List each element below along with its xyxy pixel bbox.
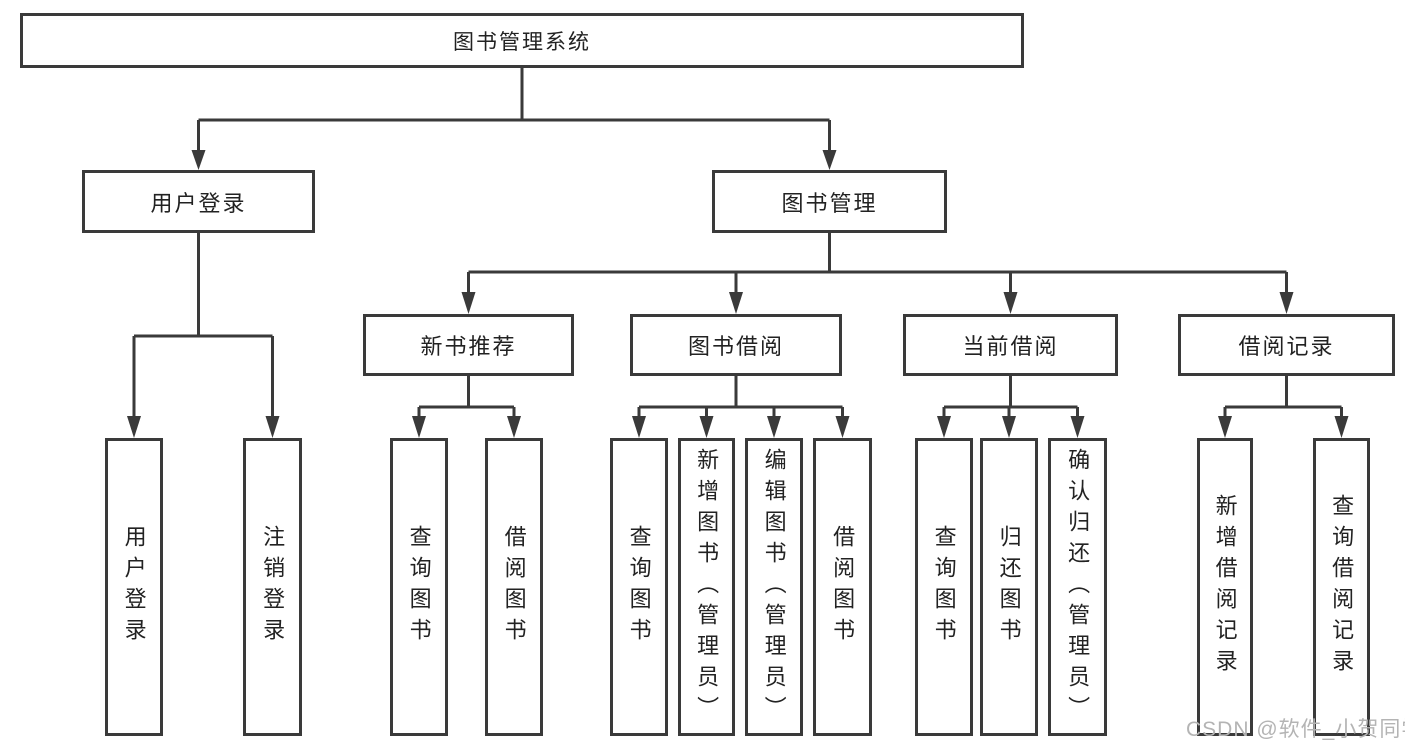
node-book-management: 图书管理 xyxy=(712,170,947,233)
connector-root xyxy=(191,67,837,170)
connector-book-management xyxy=(461,233,1294,314)
leaf-logout: 注销登录 xyxy=(243,438,302,736)
leaf-query-books-current-label: 查询图书 xyxy=(931,525,957,649)
leaf-query-borrow-record-label: 查询借阅记录 xyxy=(1329,494,1355,680)
connector-current-borrow xyxy=(937,376,1085,438)
leaf-borrow-books-recommend: 借阅图书 xyxy=(485,438,543,736)
leaf-confirm-return-admin-label: 确认归还（管理员） xyxy=(1065,447,1091,727)
leaf-user-login-label: 用户登录 xyxy=(121,525,147,649)
leaf-query-books-recommend: 查询图书 xyxy=(390,438,448,736)
connector-user-login xyxy=(127,233,280,438)
node-user-login-label: 用户登录 xyxy=(150,190,247,216)
leaf-return-book: 归还图书 xyxy=(980,438,1038,736)
node-current-borrow: 当前借阅 xyxy=(903,314,1118,376)
leaf-logout-label: 注销登录 xyxy=(260,525,286,649)
connector-new-book-recommend xyxy=(412,376,521,438)
node-book-management-label: 图书管理 xyxy=(781,190,878,216)
leaf-query-borrow-record: 查询借阅记录 xyxy=(1313,438,1370,736)
leaf-query-books-borrow: 查询图书 xyxy=(610,438,668,736)
node-new-book-recommend: 新书推荐 xyxy=(363,314,574,376)
leaf-add-book-admin: 新增图书（管理员） xyxy=(678,438,735,736)
leaf-borrow-books-label: 借阅图书 xyxy=(830,525,856,649)
leaf-confirm-return-admin: 确认归还（管理员） xyxy=(1048,438,1107,736)
leaf-query-books-recommend-label: 查询图书 xyxy=(406,525,432,649)
leaf-query-books-borrow-label: 查询图书 xyxy=(626,525,652,649)
node-current-borrow-label: 当前借阅 xyxy=(962,334,1059,359)
connector-borrow-records xyxy=(1218,376,1349,438)
leaf-borrow-books-recommend-label: 借阅图书 xyxy=(501,525,527,649)
node-borrow-records-label: 借阅记录 xyxy=(1238,334,1335,359)
node-user-login: 用户登录 xyxy=(82,170,315,233)
node-root: 图书管理系统 xyxy=(20,13,1024,68)
leaf-borrow-books: 借阅图书 xyxy=(813,438,872,736)
node-root-label: 图书管理系统 xyxy=(453,30,591,54)
node-new-book-recommend-label: 新书推荐 xyxy=(420,334,517,359)
leaf-add-book-admin-label: 新增图书（管理员） xyxy=(694,447,720,727)
node-book-borrow-label: 图书借阅 xyxy=(687,334,784,359)
leaf-query-books-current: 查询图书 xyxy=(915,438,973,736)
node-book-borrow: 图书借阅 xyxy=(630,314,842,376)
leaf-edit-book-admin-label: 编辑图书（管理员） xyxy=(761,447,787,727)
watermark: CSDN @软件_小贺同学 xyxy=(1186,718,1405,741)
leaf-add-borrow-record: 新增借阅记录 xyxy=(1197,438,1253,736)
node-borrow-records: 借阅记录 xyxy=(1178,314,1395,376)
leaf-user-login: 用户登录 xyxy=(105,438,163,736)
leaf-edit-book-admin: 编辑图书（管理员） xyxy=(745,438,803,736)
connector-book-borrow xyxy=(632,376,850,438)
leaf-add-borrow-record-label: 新增借阅记录 xyxy=(1212,494,1238,680)
leaf-return-book-label: 归还图书 xyxy=(996,525,1022,649)
